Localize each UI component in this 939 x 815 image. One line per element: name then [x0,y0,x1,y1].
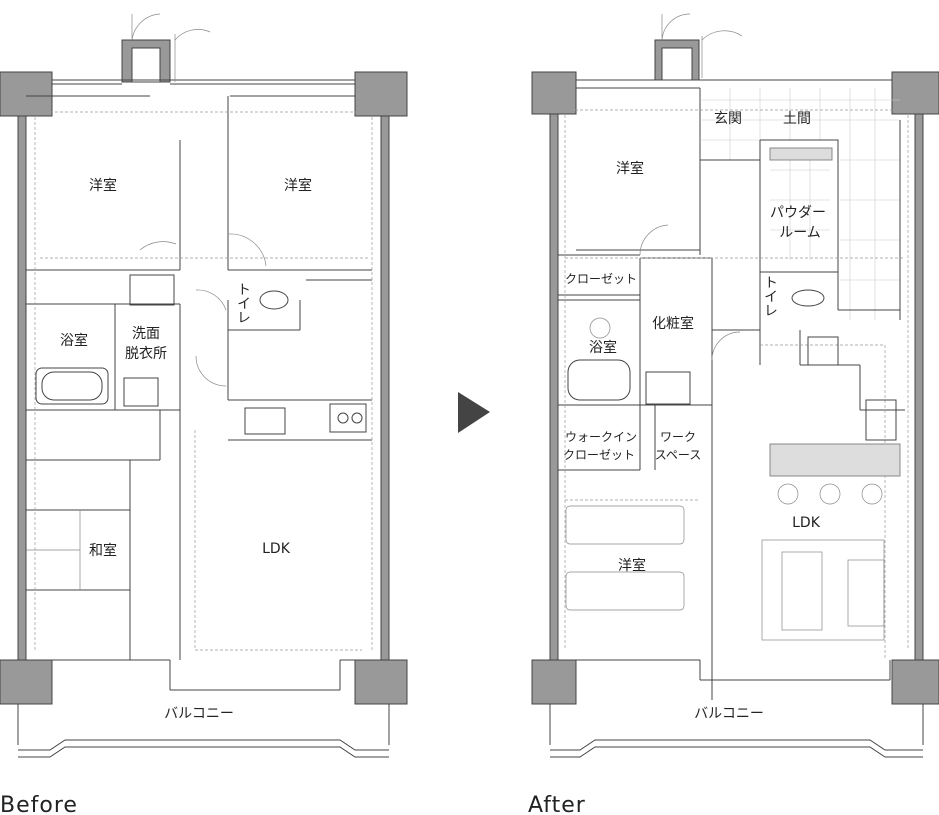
sofa-table [781,551,823,631]
bathtub [35,367,109,405]
toilet [259,290,289,310]
room-label-workspace-2: スペース [655,448,702,462]
wall [17,115,27,661]
room-label-washroom-1: 洗面 [132,326,160,342]
bed [565,505,685,545]
rug [761,539,885,641]
column [891,659,939,705]
arrow-right-icon [458,392,490,433]
after-caption: After [528,793,586,815]
room-label-western-1: 洋室 [89,177,117,194]
room-label-washroom-2: 脱衣所 [125,346,167,362]
toilet [791,289,825,307]
room-label-closet: クローゼット [565,272,637,286]
column [0,71,53,117]
column [891,71,939,115]
room-label-japanese: 和室 [89,542,117,559]
room-label-walk-in-2: クローゼット [563,448,635,462]
room-label-western-1: 洋室 [616,160,644,177]
before-plan: 洋室 洋室 浴室 洗面 脱衣所 トイレ 和室 LDK バルコニー Before [0,13,408,815]
appliance [807,336,839,366]
room-label-powder-room-1: パウダー [770,205,826,221]
kitchen-sink [244,407,286,435]
room-label-ldk: LDK [792,515,821,531]
column [354,659,408,705]
room-label-powder-room-2: ルーム [779,225,821,241]
kitchen-sink [865,399,897,441]
washing-machine [129,274,175,306]
before-caption: Before [0,793,78,815]
room-label-vanity: 化粧室 [652,315,694,332]
room-label-toilet: トイレ [235,282,251,324]
room-label-walk-in-1: ウォークイン [565,430,637,444]
room-label-western-2: 洋室 [618,557,646,574]
wall [549,113,559,661]
room-label-balcony: バルコニー [694,706,764,722]
room-label-doma: 土間 [783,111,811,127]
bed [565,571,685,611]
room-label-toilet: トイレ [762,275,778,317]
room-label-balcony: バルコニー [164,706,234,722]
sink [123,377,159,407]
column [531,71,577,115]
sofa [847,559,885,627]
column [0,659,53,705]
room-label-bathroom: 浴室 [589,339,617,356]
column [531,659,577,705]
column [354,71,408,117]
room-label-ldk: LDK [262,541,291,557]
shower-tray [645,371,691,405]
room-label-entrance: 玄関 [714,110,742,127]
stove [329,403,367,433]
counter [769,443,901,477]
room-label-bathroom: 浴室 [60,332,88,349]
stools [777,483,883,505]
room-label-western-2: 洋室 [284,177,312,194]
after-plan: 洋室 玄関 土間 パウダー ルーム クローゼット トイレ 浴室 化粧室 ウォーク… [528,13,939,815]
wall [380,115,390,661]
room-label-workspace-1: ワーク [660,430,696,444]
wall [914,113,924,661]
bathtub [567,359,631,401]
